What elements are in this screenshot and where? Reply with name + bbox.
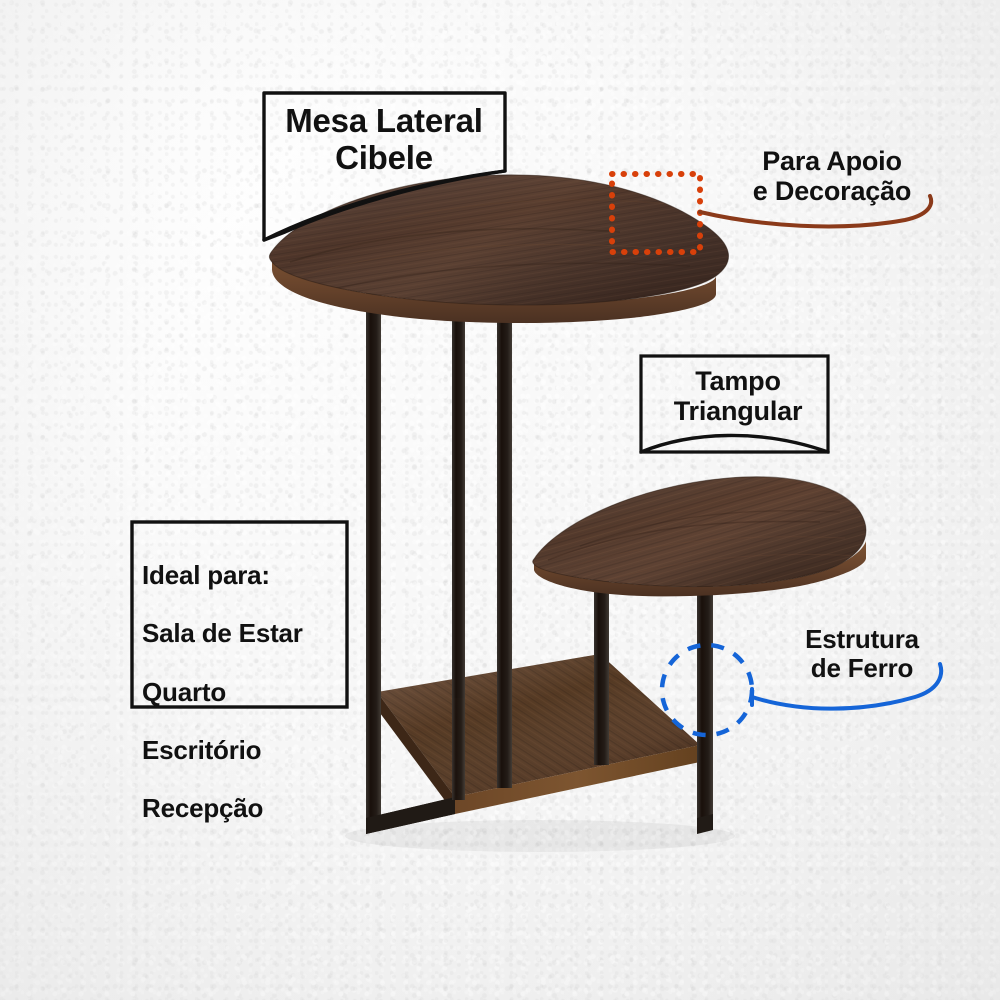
callout-ideal-list: Ideal para: Sala de Estar Quarto Escritó…: [142, 532, 347, 852]
callout-apoio-label: Para Apoio e Decoração: [752, 146, 912, 207]
ideal-heading: Ideal para:: [142, 560, 270, 591]
upper-tabletop: [268, 174, 730, 323]
ideal-item-3: Recepção: [142, 792, 264, 823]
ideal-item-2: Escritório: [142, 734, 262, 765]
ideal-item-0: Sala de Estar: [142, 618, 303, 649]
ideal-item-1: Quarto: [142, 676, 227, 707]
callout-title-label: Mesa Lateral Cibele: [285, 102, 483, 176]
callout-box-ideal: [130, 520, 349, 709]
callout-ferro-label: Estrutura de Ferro: [805, 624, 919, 684]
lower-tabletop: [532, 476, 867, 597]
apoio-underline-curve: [698, 194, 934, 229]
floor-shadow: [345, 820, 735, 852]
callout-tampo-label: Tampo Triangular: [673, 366, 803, 427]
ferro-underline-curve: [750, 662, 944, 711]
iron-frame: [366, 270, 713, 834]
